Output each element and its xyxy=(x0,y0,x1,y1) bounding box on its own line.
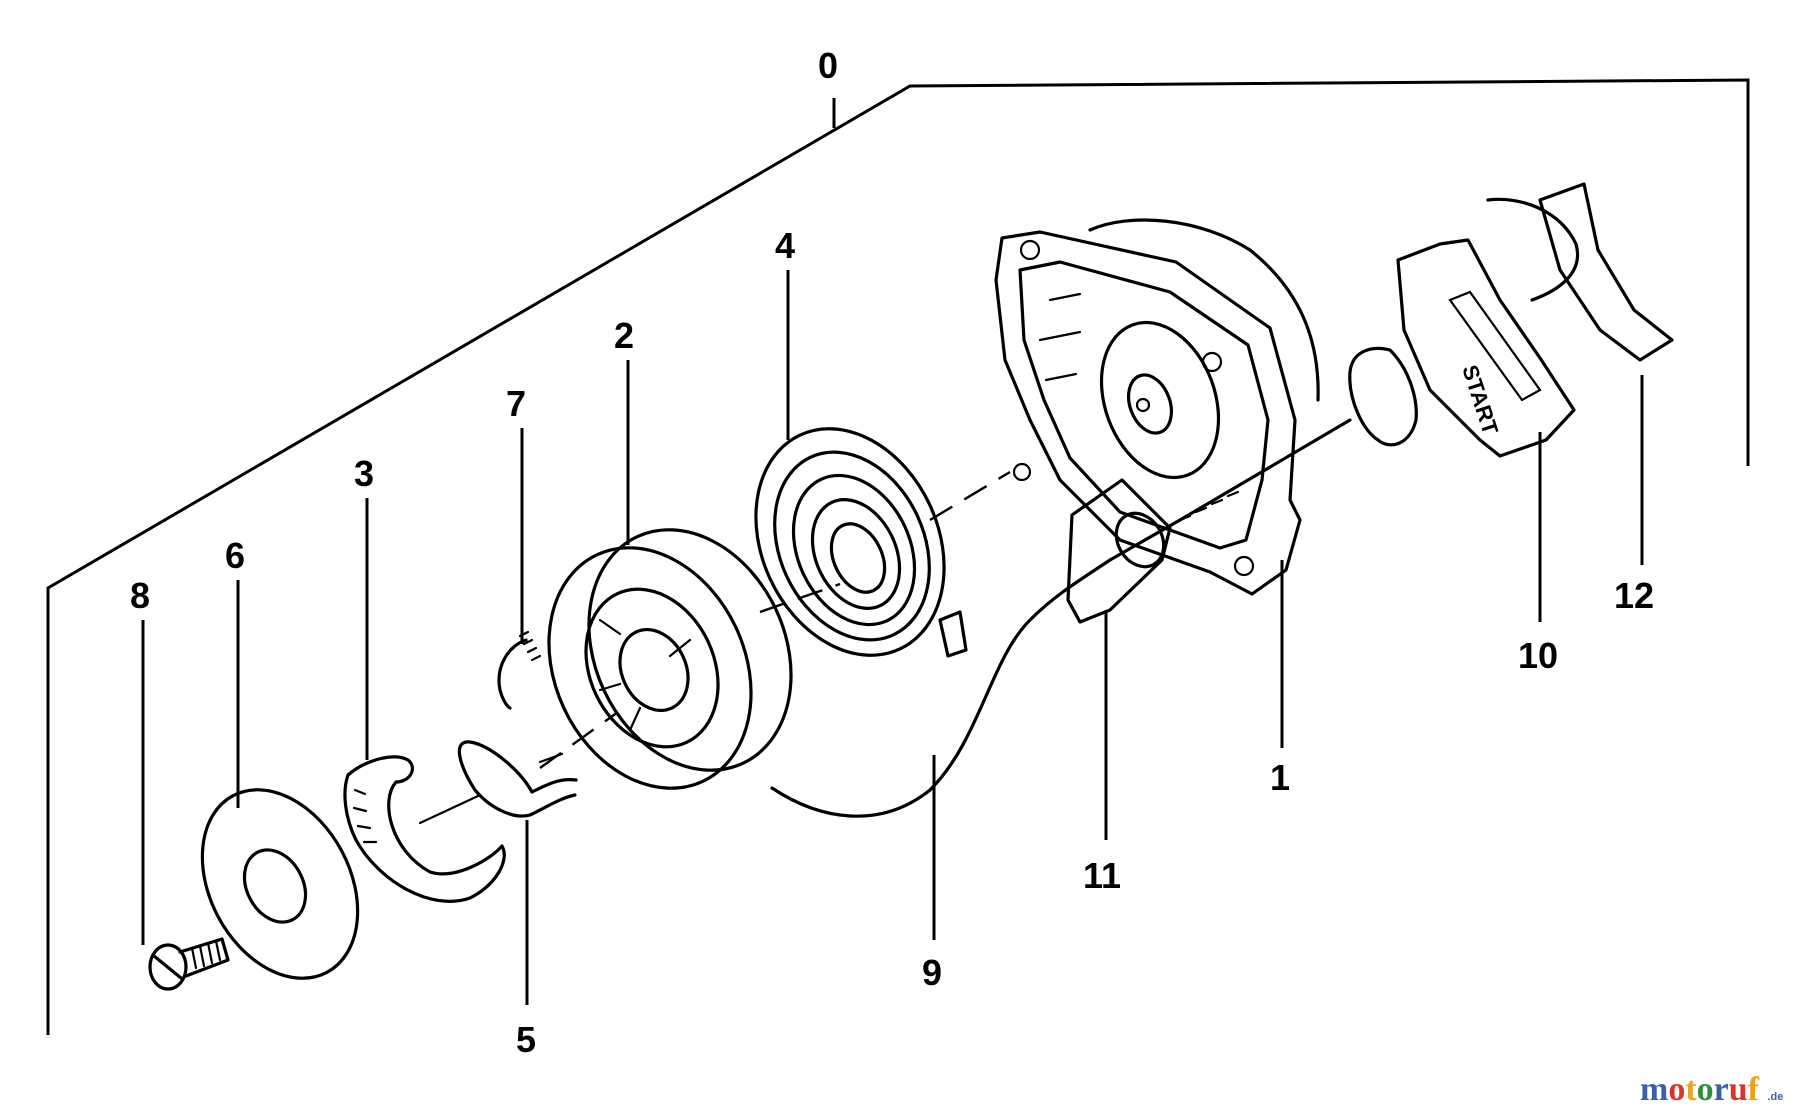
watermark-suffix: .de xyxy=(1768,1091,1784,1103)
leader-lines xyxy=(141,270,1644,1005)
watermark-text: motoruf xyxy=(1640,1071,1760,1108)
starter-housing-part-1 xyxy=(994,218,1320,596)
washer-part-6 xyxy=(200,788,360,980)
callout-labels: 0 1 2 3 4 5 6 7 8 9 10 11 12 xyxy=(130,45,1654,1060)
handle-insert-part-12 xyxy=(1486,182,1674,362)
callout-7: 7 xyxy=(506,383,526,424)
pulley-part-2 xyxy=(539,528,793,790)
callout-2: 2 xyxy=(614,315,634,356)
pawl-part-3 xyxy=(343,755,506,903)
callout-12: 12 xyxy=(1614,575,1654,616)
watermark-logo: motoruf .de xyxy=(1640,1071,1783,1108)
callout-11: 11 xyxy=(1083,855,1121,896)
clip-part-5 xyxy=(457,740,578,818)
callout-6: 6 xyxy=(225,535,245,576)
handle-start-label: START xyxy=(1457,362,1503,438)
assembly-bracket xyxy=(46,78,1750,1035)
callout-3: 3 xyxy=(354,453,374,494)
spring-part-7 xyxy=(497,630,542,710)
rope-guide-part-11 xyxy=(1066,478,1172,624)
recoil-spring-part-4 xyxy=(754,427,1011,658)
callout-10: 10 xyxy=(1518,635,1558,676)
svg-text:motoruf .de: motoruf .de xyxy=(1640,1071,1783,1108)
callout-5: 5 xyxy=(516,1019,536,1060)
callout-4: 4 xyxy=(775,225,795,266)
callout-8: 8 xyxy=(130,575,150,616)
callout-9: 9 xyxy=(922,952,942,993)
screw-part-8 xyxy=(148,937,230,991)
callout-0: 0 xyxy=(818,45,838,86)
callout-1: 1 xyxy=(1270,757,1290,798)
handle-part-10: START xyxy=(1348,238,1576,458)
starter-rope-part-9 xyxy=(770,418,1352,818)
